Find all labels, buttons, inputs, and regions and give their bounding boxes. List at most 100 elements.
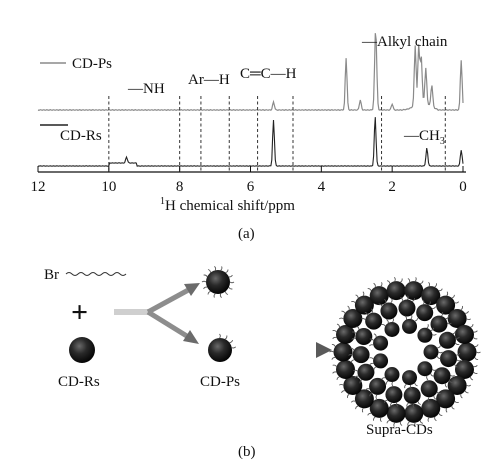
- surface-chain: [332, 336, 337, 339]
- carbon-dot: [402, 370, 418, 386]
- surface-chain: [386, 280, 391, 284]
- surface-chain: [454, 301, 460, 304]
- carbon-dot: [355, 328, 373, 346]
- surface-chain: [434, 416, 437, 422]
- surface-chain: [373, 333, 377, 338]
- surface-chain: [341, 310, 346, 314]
- surface-chain: [369, 338, 374, 341]
- surface-chain: [407, 295, 409, 300]
- surface-chain: [445, 315, 450, 320]
- surface-chain: [350, 400, 356, 403]
- surface-chain: [432, 306, 437, 310]
- surface-chain: [348, 354, 353, 356]
- ch3-subscript: 3: [440, 136, 445, 147]
- surface-chain: [454, 401, 459, 404]
- surface-chain: [456, 352, 461, 356]
- surface-chain: [362, 291, 365, 296]
- surface-chain: [426, 324, 429, 329]
- surface-chain: [228, 274, 233, 278]
- surface-chain: [466, 384, 471, 387]
- surface-chain: [390, 298, 393, 304]
- surface-chain: [384, 399, 388, 403]
- surface-chain: [451, 405, 455, 410]
- carbon-dot: [333, 342, 353, 362]
- surface-chain: [433, 395, 437, 400]
- x-axis-label-superscript: 1: [160, 196, 165, 207]
- surface-chain: [228, 286, 233, 290]
- surface-chain: [378, 303, 383, 307]
- surface-chain: [356, 325, 360, 330]
- annotation-alkyl-chain: —Alkyl chain: [361, 34, 448, 50]
- carbon-dot: [369, 286, 389, 306]
- surface-chain: [229, 281, 235, 284]
- carbon-dot: [357, 363, 375, 381]
- surface-chain: [207, 269, 211, 273]
- surface-chain: [385, 380, 389, 385]
- label-cd-rs: CD-Rs: [58, 374, 100, 390]
- carbon-dot: [440, 350, 458, 368]
- surface-chain: [229, 339, 234, 344]
- carbon-dot: [421, 286, 441, 306]
- surface-chain: [207, 290, 211, 295]
- surface-chain: [400, 296, 403, 301]
- carbon-dot: [343, 308, 363, 328]
- surface-chain: [386, 319, 389, 324]
- surface-chain: [214, 266, 217, 271]
- surface-chain: [460, 394, 463, 399]
- carbon-dot: [417, 327, 433, 343]
- annotation-ar-h: Ar—H: [188, 72, 230, 88]
- surface-chain: [473, 337, 478, 340]
- surface-chain: [466, 318, 471, 321]
- carbon-dot: [385, 386, 403, 404]
- surface-chain: [224, 335, 228, 340]
- carbon-dot: [404, 281, 424, 301]
- surface-chain: [384, 299, 387, 304]
- carbon-dot: [404, 403, 424, 423]
- ch3-prefix: —CH: [403, 128, 440, 144]
- fork-arrowhead-upper: [184, 283, 200, 296]
- surface-chain: [444, 383, 448, 388]
- surface-chain: [231, 346, 237, 349]
- x-tick-label: 8: [176, 179, 184, 195]
- label-cd-ps: CD-Ps: [200, 374, 240, 390]
- carbon-dot: [369, 377, 387, 395]
- surface-chain: [369, 362, 374, 366]
- surface-chain: [432, 369, 437, 371]
- surface-chain: [419, 420, 424, 424]
- functionalized-dot-full: [201, 266, 235, 298]
- surface-chain: [438, 413, 443, 416]
- annotation-alkene: C═C—H: [240, 66, 297, 82]
- surface-chain: [473, 371, 478, 374]
- surface-chain: [455, 342, 460, 346]
- surface-chain: [341, 390, 345, 393]
- surface-chain: [379, 417, 382, 423]
- legend-label-cd-rs: CD-Rs: [60, 128, 102, 144]
- surface-chain: [410, 314, 413, 320]
- surface-chain: [336, 323, 340, 328]
- surface-chain: [359, 379, 363, 384]
- carbon-dot: [447, 308, 467, 328]
- surface-chain: [339, 383, 344, 386]
- surface-chain: [404, 315, 407, 320]
- surface-chain: [454, 364, 458, 368]
- carbon-dot: [354, 295, 374, 315]
- surface-chain: [225, 291, 229, 295]
- carbon-dot: [369, 398, 389, 418]
- functionalized-dot-partial: [208, 333, 237, 362]
- surface-chain: [355, 294, 359, 299]
- surface-chain: [369, 392, 373, 397]
- carbon-dot: [423, 344, 439, 360]
- surface-chain: [436, 356, 441, 359]
- surface-chain: [414, 422, 417, 428]
- carbon-dot: [421, 398, 441, 418]
- x-tick-label: 4: [318, 179, 326, 195]
- carbon-dot: [386, 403, 406, 423]
- carbon-dot: [352, 346, 370, 364]
- panel-b: Br + CD-Rs CD-Ps Supra-CDs (b): [44, 266, 481, 460]
- carbon-dot: [343, 376, 363, 396]
- carbon-dot: [206, 270, 230, 294]
- carbon-dot: [433, 367, 451, 385]
- carbon-dot: [454, 325, 474, 345]
- carbon-dot: [438, 331, 456, 349]
